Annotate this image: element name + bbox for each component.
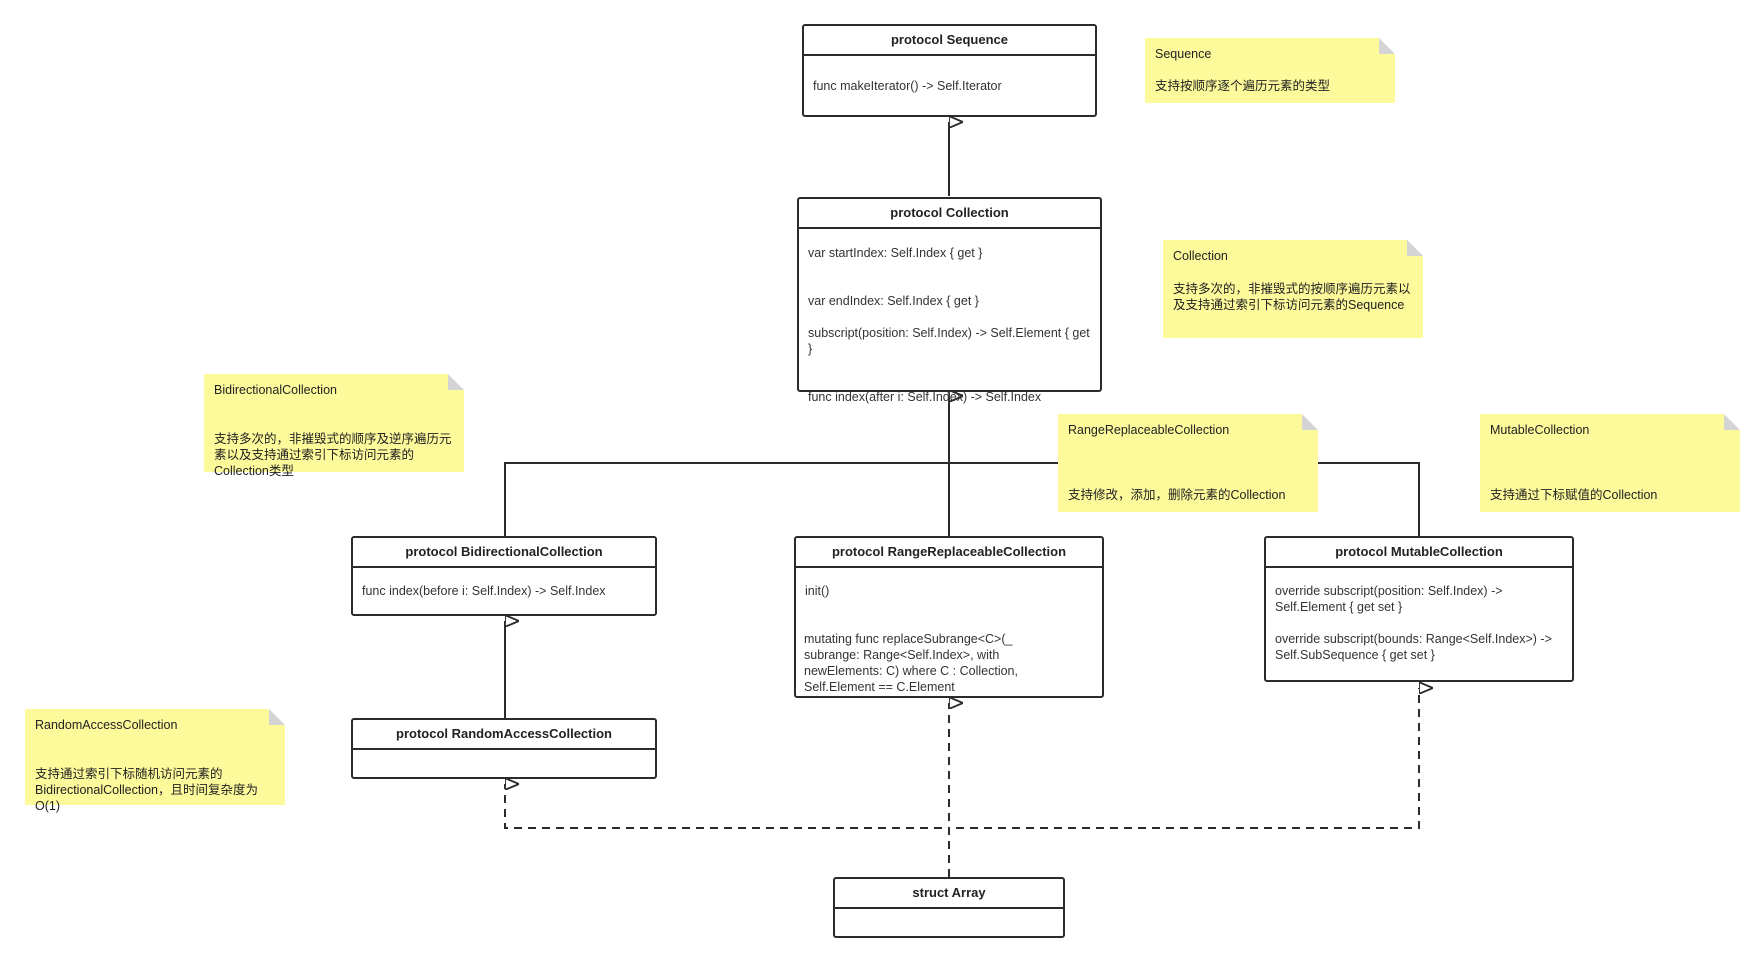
protocol-range-replaceable-collection-box[interactable]: protocol RangeReplaceableCollection init…	[794, 536, 1104, 698]
protocol-random-access-collection-box[interactable]: protocol RandomAccessCollection	[351, 718, 657, 779]
box-title: struct Array	[835, 879, 1063, 909]
protocol-mutable-collection-box[interactable]: protocol MutableCollection override subs…	[1264, 536, 1574, 682]
box-title: protocol RandomAccessCollection	[353, 720, 655, 750]
note-body: 支持通过下标赋值的Collection	[1490, 488, 1658, 502]
member-func: func makeIterator() -> Self.Iterator	[813, 79, 1002, 93]
note-title: Sequence	[1155, 47, 1212, 61]
box-title: protocol MutableCollection	[1266, 538, 1572, 568]
note-collection[interactable]: Collection 支持多次的，非摧毁式的按顺序遍历元素以及支持通过索引下标访…	[1163, 240, 1423, 338]
note-title: MutableCollection	[1490, 423, 1590, 437]
box-title: protocol RangeReplaceableCollection	[796, 538, 1102, 568]
note-body: 支持多次的，非摧毁式的按顺序遍历元素以及支持通过索引下标访问元素的Sequenc…	[1173, 282, 1411, 312]
note-title: RandomAccessCollection	[35, 718, 178, 732]
note-range-replaceable-collection[interactable]: RangeReplaceableCollection 支持修改，添加，删除元素的…	[1058, 414, 1318, 512]
member-func: func index(after i: Self.Index) -> Self.…	[808, 390, 1042, 404]
note-body: 支持修改，添加，删除元素的Collection	[1068, 488, 1286, 502]
note-random-access-collection[interactable]: RandomAccessCollection 支持通过索引下标随机访问元素的Bi…	[25, 709, 285, 813]
struct-array-box[interactable]: struct Array	[833, 877, 1065, 938]
realize-array-randomaccess	[504, 784, 950, 877]
box-title: protocol Collection	[799, 199, 1100, 229]
note-mutable-collection[interactable]: MutableCollection 支持通过下标赋值的Collection	[1480, 414, 1740, 512]
note-bidirectional-collection[interactable]: BidirectionalCollection 支持多次的，非摧毁式的顺序及逆序…	[204, 374, 464, 478]
note-sequence[interactable]: Sequence 支持按顺序逐个遍历元素的类型	[1145, 38, 1395, 103]
note-body: 支持通过索引下标随机访问元素的BidirectionalCollection，且…	[35, 767, 258, 813]
note-title: Collection	[1173, 249, 1228, 263]
protocol-bidirectional-collection-box[interactable]: protocol BidirectionalCollection func in…	[351, 536, 657, 616]
member-subscript: override subscript(position: Self.Index)…	[1275, 584, 1503, 614]
member-var: var endIndex: Self.Index { get }	[808, 294, 979, 308]
protocol-collection-box[interactable]: protocol Collection var startIndex: Self…	[797, 197, 1102, 404]
member-subscript: override subscript(bounds: Range<Self.In…	[1275, 632, 1552, 662]
box-title: protocol BidirectionalCollection	[353, 538, 655, 568]
note-title: RangeReplaceableCollection	[1068, 423, 1230, 437]
member-func: mutating func replaceSubrange<C>(_ subra…	[804, 632, 1018, 694]
box-title: protocol Sequence	[804, 26, 1095, 56]
protocol-sequence-box[interactable]: protocol Sequence func makeIterator() ->…	[802, 24, 1097, 117]
member-init: init()	[805, 584, 830, 598]
note-body: 支持按顺序逐个遍历元素的类型	[1155, 79, 1331, 93]
inherit-bidirectional-collection	[504, 396, 949, 536]
realize-array-mutable	[948, 688, 1419, 877]
note-body: 支持多次的，非摧毁式的顺序及逆序遍历元素以及支持通过索引下标访问元素的Colle…	[214, 432, 452, 478]
member-var: var startIndex: Self.Index { get }	[808, 246, 983, 260]
note-title: BidirectionalCollection	[214, 383, 337, 397]
member-subscript: subscript(position: Self.Index) -> Self.…	[808, 326, 1090, 356]
member-func: func index(before i: Self.Index) -> Self…	[362, 584, 606, 598]
